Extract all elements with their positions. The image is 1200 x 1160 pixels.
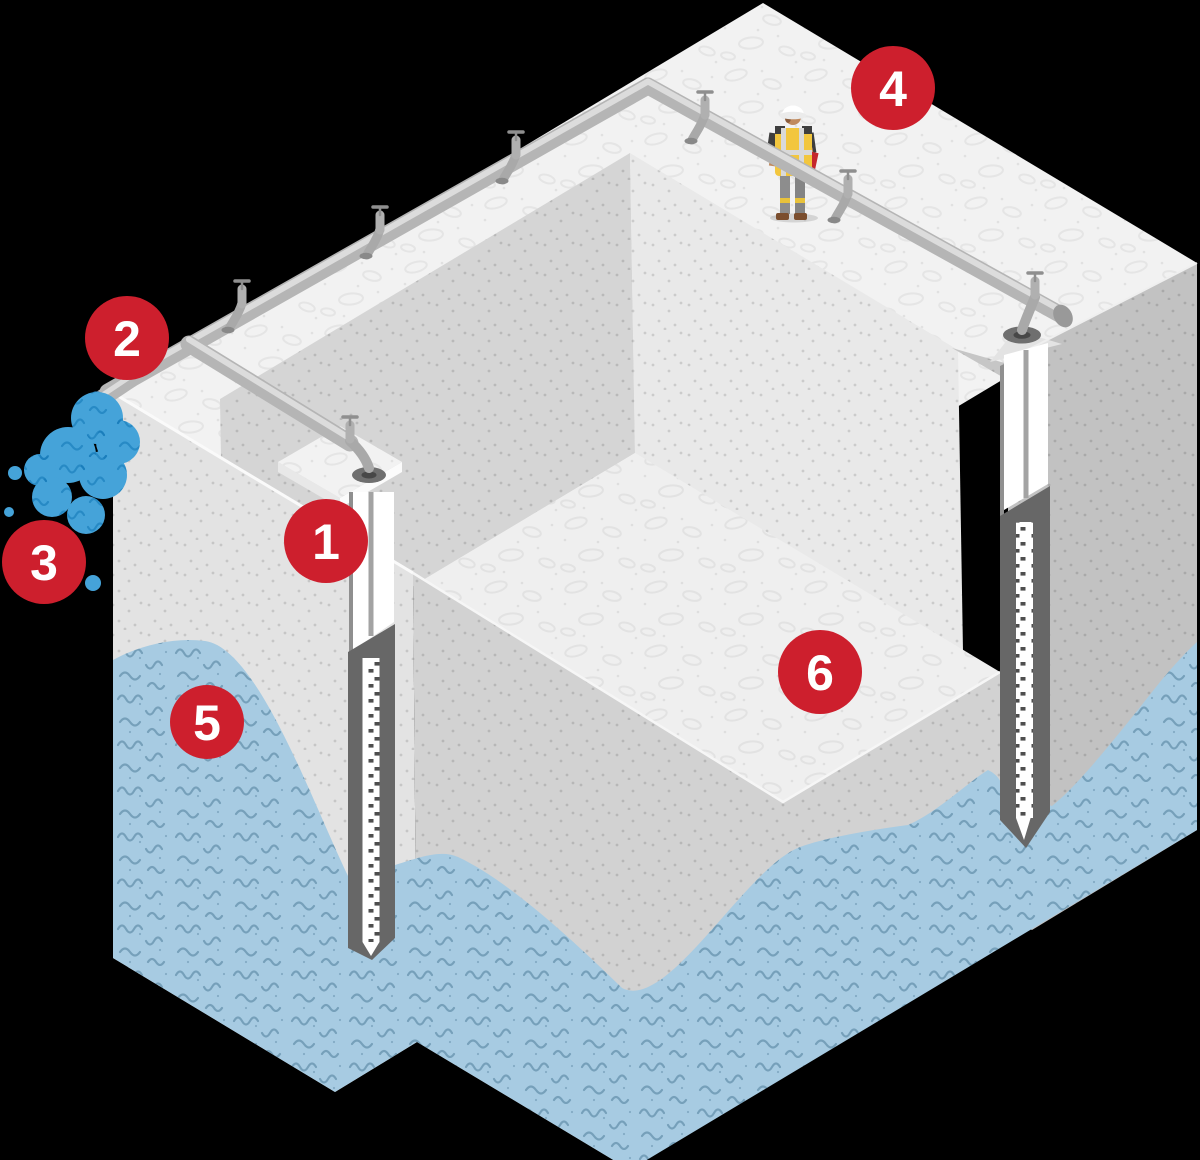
pipe-end-cap (1053, 304, 1073, 328)
well2-collar-hole (1013, 331, 1031, 339)
callout-circle (284, 499, 368, 583)
callout-number: 5 (193, 695, 221, 751)
vest-shoulder-left (775, 126, 785, 134)
header-pipe (99, 77, 1072, 401)
callout-number: 4 (879, 61, 907, 117)
callout-circle (2, 520, 86, 604)
callout-2: 2 (85, 296, 169, 380)
callout-circle (85, 296, 169, 380)
discharge-splash (4, 392, 140, 596)
worker-boot-right (794, 213, 807, 220)
pit-floor (418, 453, 1000, 802)
vest-stripe-waist (775, 150, 812, 155)
worker-ankle-band-right (795, 198, 805, 203)
well2-elbow (1017, 292, 1040, 335)
edge-highlight-right (1007, 262, 1198, 361)
worker-ankle-band-left (780, 198, 790, 203)
pipeline (89, 77, 1073, 473)
deep-well-1 (348, 467, 395, 960)
callout-number: 1 (312, 514, 340, 570)
well1-elbow (345, 436, 374, 473)
callout-number: 3 (30, 535, 58, 591)
callout-1: 1 (284, 499, 368, 583)
well1-connector-pipe (180, 335, 359, 452)
edge-highlight-floor (412, 571, 1001, 804)
callout-3: 3 (2, 520, 86, 604)
deep-well-2 (1000, 326, 1050, 848)
vest-shoulder-right (802, 126, 812, 134)
well1-screen-slots (362, 658, 380, 942)
worker-leg-right (795, 172, 805, 214)
well1-collar-hole (361, 471, 377, 479)
callout-circle (170, 685, 244, 759)
well2-screen-slots (1016, 522, 1033, 818)
splash-texture (24, 392, 140, 562)
callout-circle (851, 46, 935, 130)
callout-number: 2 (113, 311, 141, 367)
callouts: 1 2 3 4 5 6 (2, 46, 935, 759)
worker-leg-left (780, 172, 790, 214)
worker-boot-left (776, 213, 789, 220)
hard-hat-brim (779, 111, 807, 120)
well1-slotted-tip (362, 942, 380, 956)
callout-number: 6 (806, 645, 834, 701)
pit-wall-right (630, 153, 963, 652)
callout-6: 6 (778, 630, 862, 714)
callout-circle (778, 630, 862, 714)
callout-5: 5 (170, 685, 244, 759)
callout-4: 4 (851, 46, 935, 130)
